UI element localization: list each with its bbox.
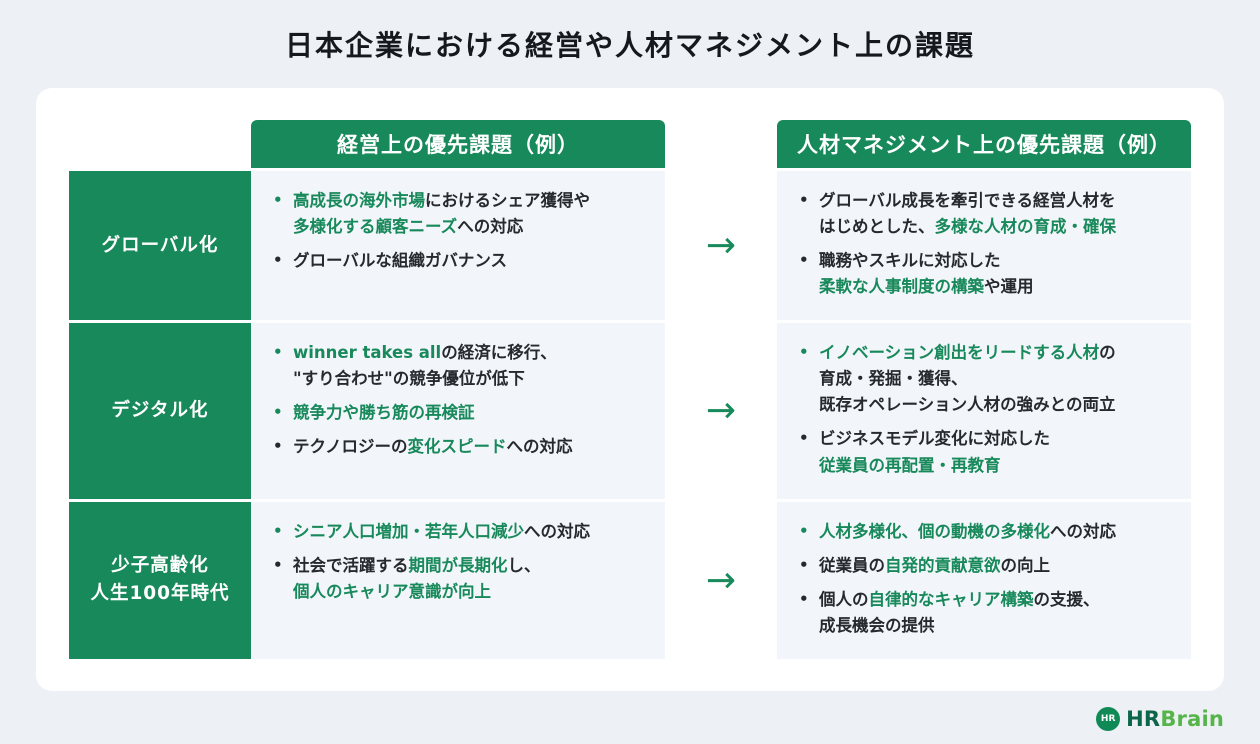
bullet-text: イノベーション創出をリードする人材の育成・発掘・獲得、既存オペレーション人材の強…	[819, 343, 1116, 415]
hrbrain-logo: HR HRBrain	[1096, 706, 1224, 731]
bullet-dot-icon: •	[799, 343, 809, 362]
hr-issues-cell: • 人材多様化、個の動機の多様化への対応 • 従業員の自発的貢献意欲の向上 • 個人の自律…	[777, 501, 1191, 659]
bullet-text: 社会で活躍する期間が長期化し、個人のキャリア意識が向上	[293, 555, 541, 601]
bullet-dot-icon: •	[799, 191, 809, 209]
bullet-dot-icon: •	[273, 437, 283, 456]
bullet-text: 個人の自律的なキャリア構築の支援、成長機会の提供	[819, 589, 1100, 635]
hr-issues-cell: • グローバル成長を牽引できる経営人材をはじめとした、多様な人材の育成・確保 • 職務…	[777, 171, 1191, 321]
bullet-item: • 社会で活躍する期間が長期化し、個人のキャリア意識が向上	[273, 553, 641, 605]
bullet-text: 競争力や勝ち筋の再検証	[293, 403, 475, 423]
bullet-text: グローバルな組織ガバナンス	[293, 251, 508, 271]
hrbrain-logo-icon: HR	[1096, 706, 1121, 731]
bullet-dot-icon: •	[273, 343, 283, 362]
hrbrain-logo-wordmark: HRBrain	[1126, 707, 1224, 731]
management-issues-cell: • 高成長の海外市場におけるシェア獲得や多様化する顧客ニーズへの対応 • グローバルな…	[251, 171, 665, 321]
bullet-text: 高成長の海外市場におけるシェア獲得や多様化する顧客ニーズへの対応	[293, 191, 590, 237]
bullet-item: • 職務やスキルに対応した柔軟な人事制度の構築や運用	[799, 248, 1167, 300]
bullet-text: 従業員の自発的貢献意欲の向上	[819, 555, 1050, 575]
bullet-text: グローバル成長を牽引できる経営人材をはじめとした、多様な人材の育成・確保	[819, 191, 1116, 237]
footer: HR HRBrain	[36, 706, 1224, 731]
bullet-dot-icon: •	[799, 521, 809, 540]
row-label: グローバル化	[69, 171, 251, 321]
arrow-icon: →	[705, 225, 737, 267]
bullet-item: • 従業員の自発的貢献意欲の向上	[799, 553, 1167, 579]
arrow-icon: →	[705, 390, 737, 432]
row-label: 少子高齢化人生100年時代	[69, 501, 251, 659]
bullet-item: • winner takes allの経済に移行、"すり合わせ"の競争優位が低下	[273, 340, 641, 392]
comparison-table: 経営上の優先課題（例） 人材マネジメント上の優先課題（例） グローバル化 • 高成長…	[69, 120, 1191, 659]
bullet-dot-icon: •	[273, 521, 283, 540]
page-title: 日本企業における経営や人材マネジメント上の課題	[284, 29, 975, 62]
bullet-item: • 個人の自律的なキャリア構築の支援、成長機会の提供	[799, 587, 1167, 639]
bullet-dot-icon: •	[273, 191, 283, 209]
bullet-text: ビジネスモデル変化に対応した従業員の再配置・再教育	[819, 429, 1050, 475]
bullet-dot-icon: •	[799, 555, 809, 574]
bullet-item: • グローバルな組織ガバナンス	[273, 248, 641, 274]
corner-spacer	[69, 120, 251, 168]
bullet-item: • 高成長の海外市場におけるシェア獲得や多様化する顧客ニーズへの対応	[273, 188, 641, 240]
bullet-text: テクノロジーの変化スピードへの対応	[293, 437, 573, 457]
bullet-dot-icon: •	[799, 251, 809, 270]
bullet-item: • 競争力や勝ち筋の再検証	[273, 400, 641, 426]
hr-issues-cell: • イノベーション創出をリードする人材の育成・発掘・獲得、既存オペレーション人材の…	[777, 323, 1191, 499]
bullet-item: • 人材多様化、個の動機の多様化への対応	[799, 519, 1167, 545]
bullet-item: • シニア人口増加・若年人口減少への対応	[273, 519, 641, 545]
bullet-item: • ビジネスモデル変化に対応した従業員の再配置・再教育	[799, 426, 1167, 478]
corner-spacer	[665, 120, 777, 168]
bullet-item: • テクノロジーの変化スピードへの対応	[273, 434, 641, 460]
bullet-dot-icon: •	[273, 403, 283, 422]
bullet-dot-icon: •	[273, 251, 283, 270]
bullet-text: 職務やスキルに対応した柔軟な人事制度の構築や運用	[819, 251, 1034, 297]
bullet-text: 人材多様化、個の動機の多様化への対応	[819, 521, 1116, 541]
bullet-dot-icon: •	[799, 589, 809, 608]
management-issues-cell: •winner takes allの経済に移行、"すり合わせ"の競争優位が低下•…	[251, 323, 665, 499]
content-card: 経営上の優先課題（例） 人材マネジメント上の優先課題（例） グローバル化 • 高成長…	[36, 88, 1224, 691]
bullet-item: • イノベーション創出をリードする人材の育成・発掘・獲得、既存オペレーション人材の…	[799, 340, 1167, 418]
management-issues-cell: • シニア人口増加・若年人口減少への対応 • 社会で活躍する期間が長期化し、個人のキャ…	[251, 501, 665, 659]
bullet-text: シニア人口増加・若年人口減少への対応	[293, 521, 590, 541]
bullet-item: • グローバル成長を牽引できる経営人材をはじめとした、多様な人材の育成・確保	[799, 188, 1167, 240]
row-label: デジタル化	[69, 323, 251, 499]
arrow-icon: →	[705, 559, 737, 601]
bullet-text: winner takes allの経済に移行、"すり合わせ"の競争優位が低下	[293, 343, 557, 389]
bullet-dot-icon: •	[273, 555, 283, 574]
left-column-header: 経営上の優先課題（例）	[251, 120, 665, 168]
logo-text-brain: Brain	[1160, 706, 1224, 731]
logo-text-hr: HR	[1126, 706, 1161, 731]
right-column-header: 人材マネジメント上の優先課題（例）	[777, 120, 1191, 168]
bullet-dot-icon: •	[799, 429, 809, 448]
